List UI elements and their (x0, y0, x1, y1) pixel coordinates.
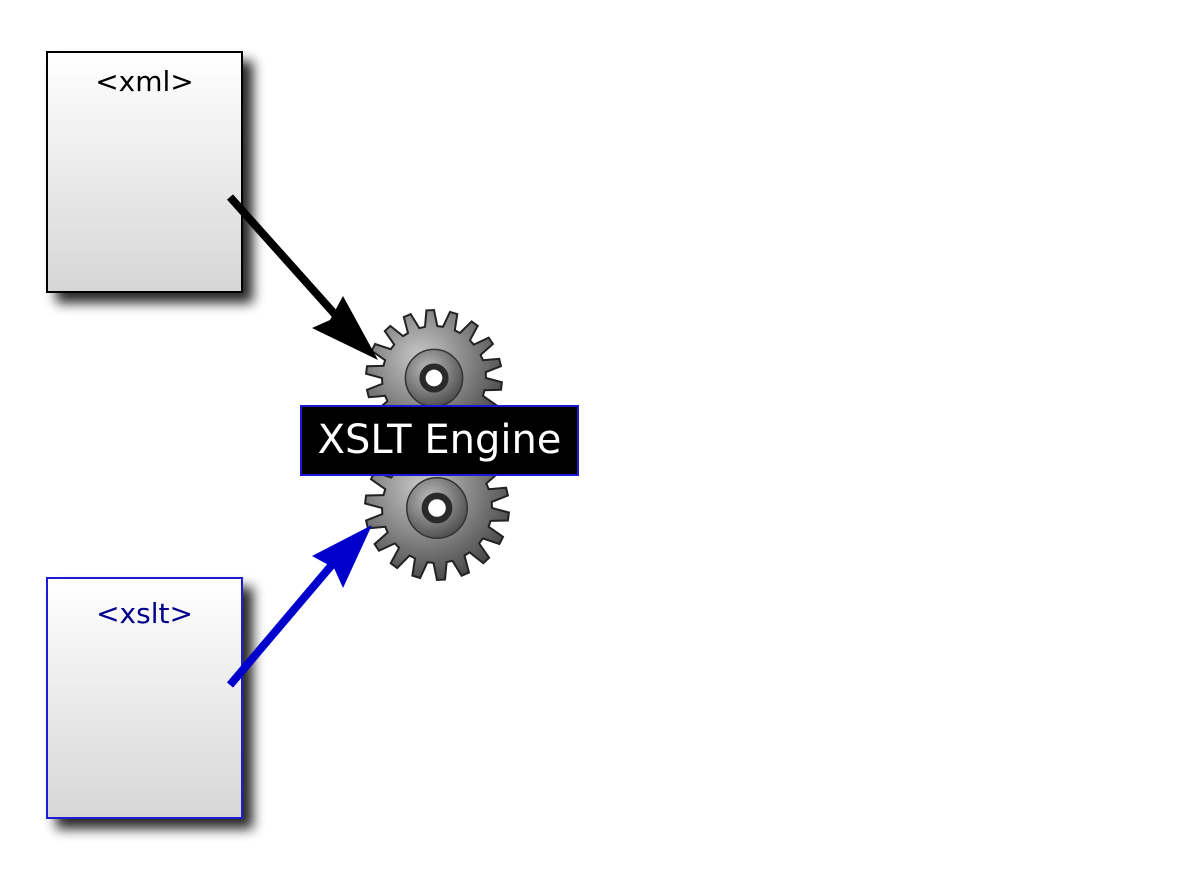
xslt-document (46, 577, 243, 819)
xml-to-engine-arrow (227, 194, 378, 360)
xml-document-label: <xml> (95, 65, 194, 98)
xslt-engine-label: XSLT Engine (300, 405, 579, 476)
xml-document (46, 51, 243, 293)
xslt-document-label: <xslt> (96, 597, 193, 630)
xslt-to-engine-arrow (226, 525, 372, 688)
